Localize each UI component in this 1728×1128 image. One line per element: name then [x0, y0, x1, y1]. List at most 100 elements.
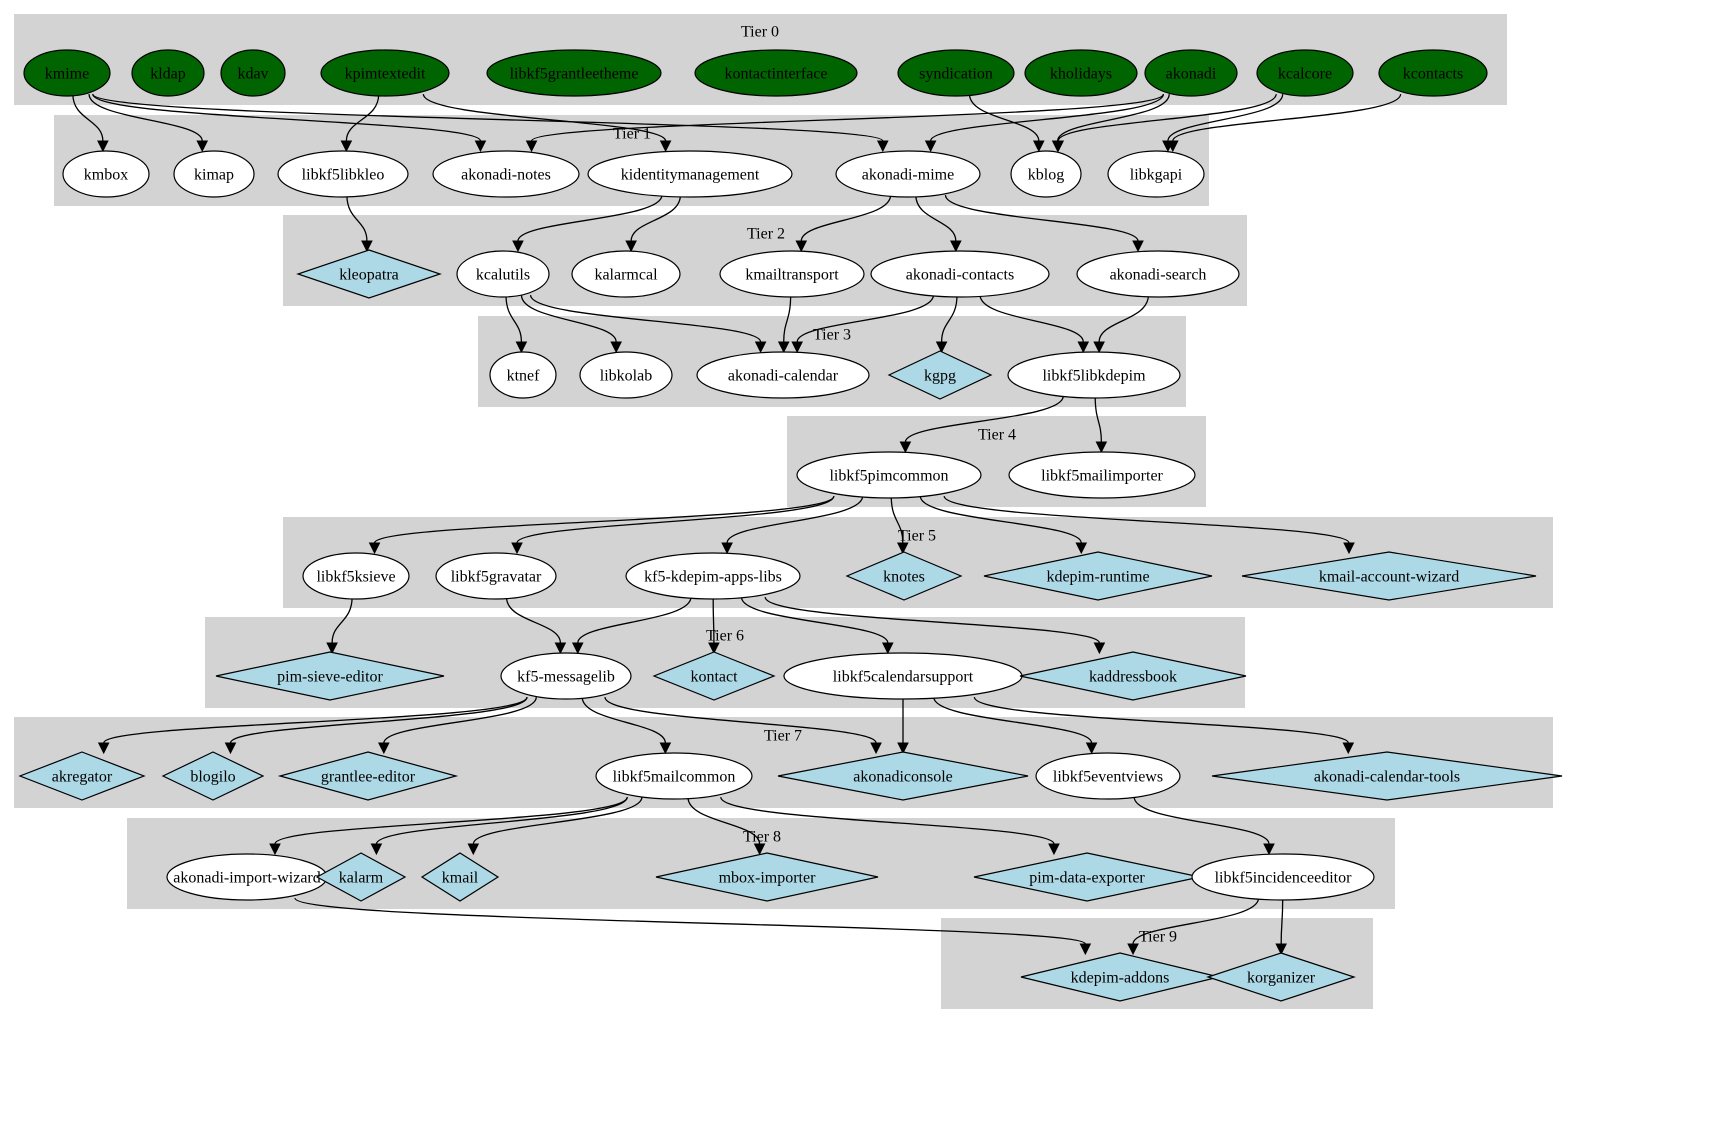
- arrowhead-icon: [370, 843, 383, 856]
- node-diamond-shape: [315, 852, 407, 902]
- edge-line: [800, 195, 892, 242]
- node-knotes[interactable]: knotes: [845, 551, 963, 601]
- node-label: kmbox: [84, 167, 128, 184]
- node-kldap[interactable]: kldap: [131, 49, 205, 97]
- node-kalarmcal[interactable]: kalarmcal: [571, 250, 681, 298]
- node-kdepim-runtime[interactable]: kdepim-runtime: [983, 551, 1213, 601]
- node-kontactinterface[interactable]: kontactinterface: [694, 49, 858, 97]
- node-library-ellipse: [62, 150, 150, 198]
- node-kholidays[interactable]: kholidays: [1024, 49, 1138, 97]
- node-libkf5libkleo[interactable]: libkf5libkleo: [277, 150, 409, 198]
- node-kcontacts[interactable]: kcontacts: [1378, 49, 1488, 97]
- node-kmime[interactable]: kmime: [23, 49, 111, 97]
- node-kaddressbook[interactable]: kaddressbook: [1019, 651, 1247, 701]
- node-korganizer[interactable]: korganizer: [1206, 952, 1356, 1002]
- node-libkolab[interactable]: libkolab: [579, 351, 673, 399]
- node-libkf5pimcommon[interactable]: libkf5pimcommon: [796, 451, 982, 499]
- node-kcalutils[interactable]: kcalutils: [456, 250, 550, 298]
- node-framework-ellipse: [694, 49, 858, 97]
- node-ktnef[interactable]: ktnef: [489, 351, 557, 399]
- node-kmbox[interactable]: kmbox: [62, 150, 150, 198]
- node-diamond-shape: [1241, 551, 1537, 601]
- node-kgpg[interactable]: kgpg: [887, 350, 993, 400]
- node-framework-ellipse: [1256, 49, 1354, 97]
- node-kalarm[interactable]: kalarm: [315, 852, 407, 902]
- node-kmailtransport[interactable]: kmailtransport: [719, 250, 865, 298]
- node-akonadi-calendar[interactable]: akonadi-calendar: [696, 351, 870, 399]
- node-akonadi-notes[interactable]: akonadi-notes: [432, 150, 580, 198]
- node-label: kimap: [194, 167, 234, 184]
- edge-line: [919, 495, 1082, 544]
- node-akonadi[interactable]: akonadi: [1144, 49, 1238, 97]
- node-kidentitymanagement[interactable]: kidentitymanagement: [587, 150, 793, 198]
- node-akregator[interactable]: akregator: [18, 751, 146, 801]
- node-label: kdepim-runtime: [1046, 569, 1149, 586]
- node-label: akonadi: [1166, 66, 1217, 83]
- node-libkf5calendarsupport[interactable]: libkf5calendarsupport: [783, 652, 1023, 700]
- edge-line: [92, 93, 482, 142]
- node-library-ellipse: [277, 150, 409, 198]
- node-kimap[interactable]: kimap: [173, 150, 255, 198]
- node-kdepim-addons[interactable]: kdepim-addons: [1020, 952, 1220, 1002]
- node-kontact[interactable]: kontact: [652, 651, 776, 701]
- edge-line: [472, 796, 643, 845]
- edge-libkf5libkdepim-to-libkf5mailimporter: [1094, 396, 1108, 454]
- arrowhead-icon: [1075, 542, 1088, 555]
- node-akonadi-import-wizard[interactable]: akonadi-import-wizard: [166, 853, 328, 901]
- node-kf5-kdepim-apps-libs[interactable]: kf5-kdepim-apps-libs: [625, 552, 801, 600]
- edge-line: [1094, 396, 1103, 443]
- edge-line: [726, 495, 864, 544]
- edge-libkf5incidenceeditor-to-kdepim-addons: [1127, 898, 1260, 956]
- node-libkf5incidenceeditor[interactable]: libkf5incidenceeditor: [1191, 853, 1375, 901]
- node-mbox-importer[interactable]: mbox-importer: [655, 852, 879, 902]
- node-syndication[interactable]: syndication: [897, 49, 1015, 97]
- node-kmail-account-wizard[interactable]: kmail-account-wizard: [1241, 551, 1537, 601]
- node-libkf5mailimporter[interactable]: libkf5mailimporter: [1008, 451, 1196, 499]
- node-akonadi-mime[interactable]: akonadi-mime: [835, 150, 981, 198]
- node-libkgapi[interactable]: libkgapi: [1107, 150, 1205, 198]
- edge-libkf5incidenceeditor-to-korganizer: [1275, 898, 1287, 956]
- edge-line: [581, 697, 667, 744]
- node-label: kontactinterface: [724, 66, 827, 83]
- node-libkf5eventviews[interactable]: libkf5eventviews: [1035, 752, 1181, 800]
- edge-kcalutils-to-libkolab: [520, 295, 622, 354]
- edge-libkf5pimcommon-to-knotes: [890, 496, 909, 555]
- edge-line: [1098, 295, 1150, 343]
- node-akonadiconsole[interactable]: akonadiconsole: [777, 751, 1029, 801]
- node-library-ellipse: [595, 752, 753, 800]
- node-kdav[interactable]: kdav: [220, 49, 286, 97]
- arrowhead-icon: [1085, 742, 1098, 755]
- node-pim-sieve-editor[interactable]: pim-sieve-editor: [215, 651, 445, 701]
- node-blogilo[interactable]: blogilo: [161, 751, 265, 801]
- arrowhead-icon: [224, 742, 237, 755]
- node-framework-ellipse: [897, 49, 1015, 97]
- node-kcalcore[interactable]: kcalcore: [1256, 49, 1354, 97]
- node-libkf5grantleetheme[interactable]: libkf5grantleetheme: [486, 49, 662, 97]
- node-akonadi-contacts[interactable]: akonadi-contacts: [870, 250, 1050, 298]
- node-akonadi-search[interactable]: akonadi-search: [1076, 250, 1240, 298]
- node-libkf5libkdepim[interactable]: libkf5libkdepim: [1007, 351, 1181, 399]
- node-libkf5ksieve[interactable]: libkf5ksieve: [302, 552, 410, 600]
- node-kmail[interactable]: kmail: [420, 852, 500, 902]
- node-libkf5gravatar[interactable]: libkf5gravatar: [435, 552, 557, 600]
- node-diamond-shape: [777, 751, 1029, 801]
- node-libkf5mailcommon[interactable]: libkf5mailcommon: [595, 752, 753, 800]
- node-library-ellipse: [796, 451, 982, 499]
- node-kblog[interactable]: kblog: [1010, 150, 1082, 198]
- node-grantlee-editor[interactable]: grantlee-editor: [277, 751, 459, 801]
- node-diamond-shape: [161, 751, 265, 801]
- node-label: akonadi-calendar: [728, 368, 839, 385]
- edge-kf5-kdepim-apps-libs-to-kaddressbook: [764, 596, 1106, 655]
- arrowhead-icon: [625, 240, 637, 253]
- node-label: akonadi-contacts: [906, 267, 1014, 284]
- node-kpimtextedit[interactable]: kpimtextedit: [320, 49, 450, 97]
- node-kf5-messagelib[interactable]: kf5-messagelib: [500, 652, 632, 700]
- node-framework-ellipse: [1024, 49, 1138, 97]
- node-pim-data-exporter[interactable]: pim-data-exporter: [973, 852, 1201, 902]
- node-akonadi-calendar-tools[interactable]: akonadi-calendar-tools: [1211, 751, 1563, 801]
- node-kleopatra[interactable]: kleopatra: [296, 249, 442, 299]
- node-framework-ellipse: [131, 49, 205, 97]
- node-library-ellipse: [489, 351, 557, 399]
- tier-label: Tier 1: [613, 126, 651, 143]
- node-label: libkf5mailimporter: [1041, 468, 1163, 485]
